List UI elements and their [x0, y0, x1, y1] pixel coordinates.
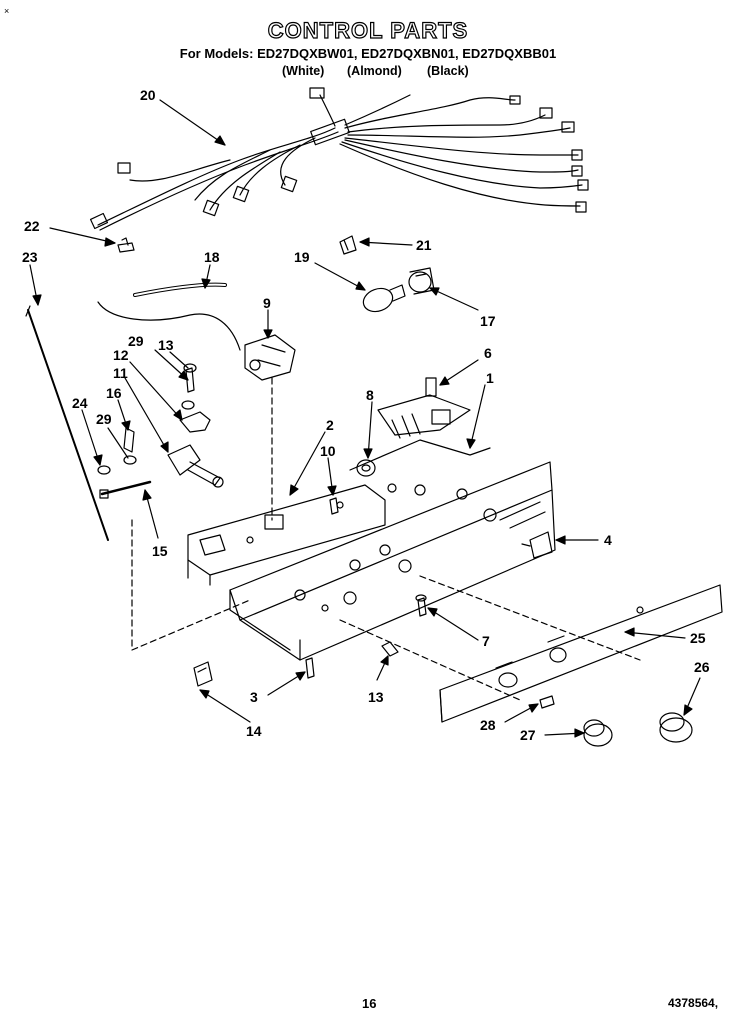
- page-number: 16: [362, 996, 377, 1011]
- callout-9: 9: [263, 295, 271, 311]
- callout-3: 3: [250, 689, 258, 705]
- callout-28: 28: [480, 717, 496, 733]
- callout-23: 23: [22, 249, 38, 265]
- screw-13-top: [181, 363, 197, 410]
- callout-25: 25: [690, 630, 706, 646]
- color-almond: (Almond): [347, 64, 402, 78]
- tube-18: [133, 282, 227, 297]
- knob-26: [659, 712, 693, 743]
- rod-23: [27, 309, 109, 541]
- callout-15: 15: [152, 543, 168, 559]
- callout-14: 14: [246, 723, 262, 739]
- callout-29a: 29: [128, 333, 144, 349]
- callout-18: 18: [204, 249, 220, 265]
- front-panel-25: [439, 584, 723, 723]
- callout-20: 20: [140, 87, 156, 103]
- callout-16: 16: [106, 385, 122, 401]
- callout-4: 4: [604, 532, 612, 548]
- model-list: For Models: ED27DQXBW01, ED27DQXBN01, ED…: [179, 46, 557, 61]
- callout-12: 12: [113, 347, 129, 363]
- clip-22: [117, 237, 135, 253]
- color-white: (White): [282, 64, 325, 78]
- callout-1: 1: [486, 370, 494, 386]
- callout-7: 7: [482, 633, 490, 649]
- control-11: [167, 444, 224, 488]
- color-black: (Black): [427, 64, 469, 78]
- callout-19: 19: [294, 249, 310, 265]
- callout-27: 27: [520, 727, 536, 743]
- callout-2: 2: [326, 417, 334, 433]
- bracket-2: [187, 484, 386, 586]
- light-bulb: [362, 284, 406, 313]
- callout-11: 11: [113, 365, 128, 381]
- callout-26: 26: [694, 659, 710, 675]
- wire-harness: [89, 87, 589, 231]
- lamp-socket: [408, 267, 435, 295]
- callout-10: 10: [320, 443, 336, 459]
- callout-13b: 13: [368, 689, 384, 705]
- thermostat-9: [97, 301, 296, 381]
- callout-6: 6: [484, 345, 492, 361]
- callout-24: 24: [72, 395, 88, 411]
- callout-29b: 29: [96, 411, 112, 427]
- callout-8: 8: [366, 387, 374, 403]
- leader-lines: [29, 99, 701, 738]
- callout-21: 21: [416, 237, 432, 253]
- callout-22: 22: [24, 218, 40, 234]
- document-part-number: 4378564,: [668, 996, 719, 1010]
- control-board-6: [377, 377, 471, 439]
- page-title: CONTROL PARTS: [267, 17, 469, 43]
- corner-mark: ×: [4, 6, 10, 16]
- callout-17: 17: [480, 313, 496, 329]
- control-housing-1: [229, 439, 556, 661]
- callout-13a: 13: [158, 337, 174, 353]
- bracket-21: [339, 235, 357, 255]
- knob-27: [583, 719, 613, 747]
